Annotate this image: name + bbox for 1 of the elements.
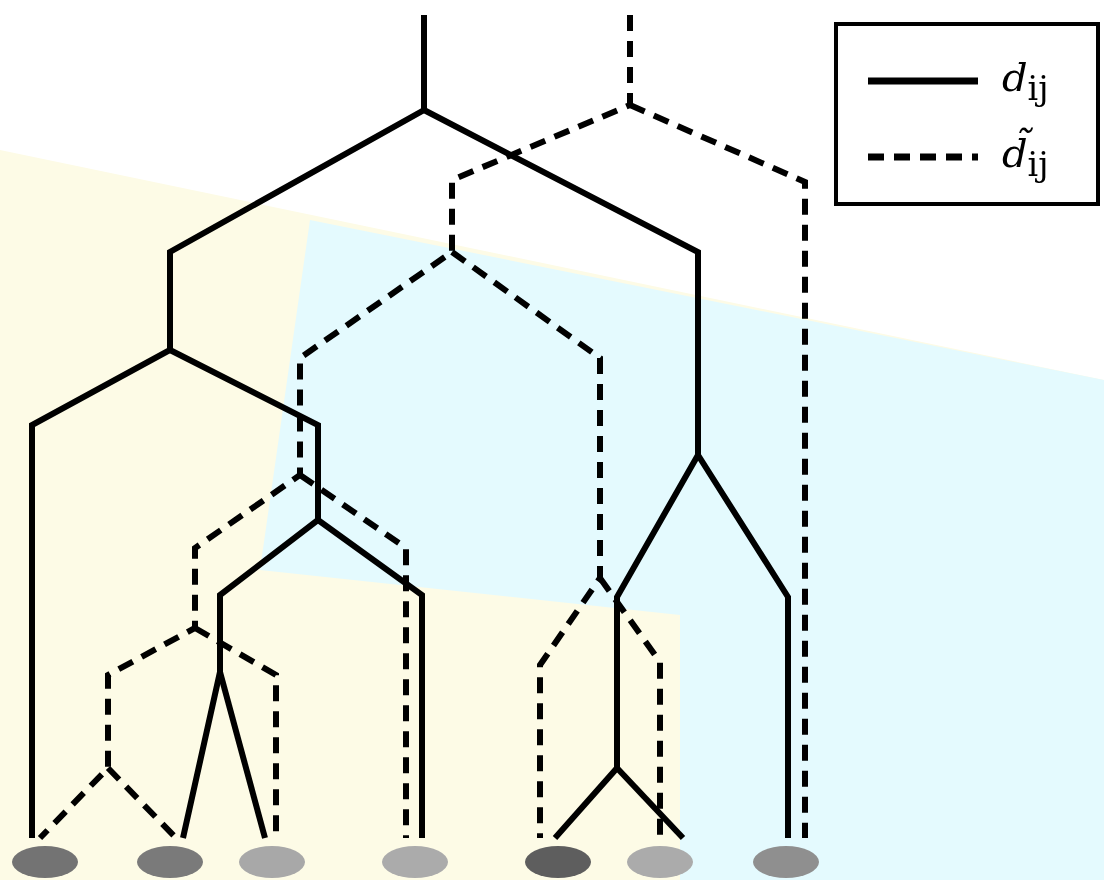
- legend-label: d$_{ij}$: [1002, 54, 1049, 108]
